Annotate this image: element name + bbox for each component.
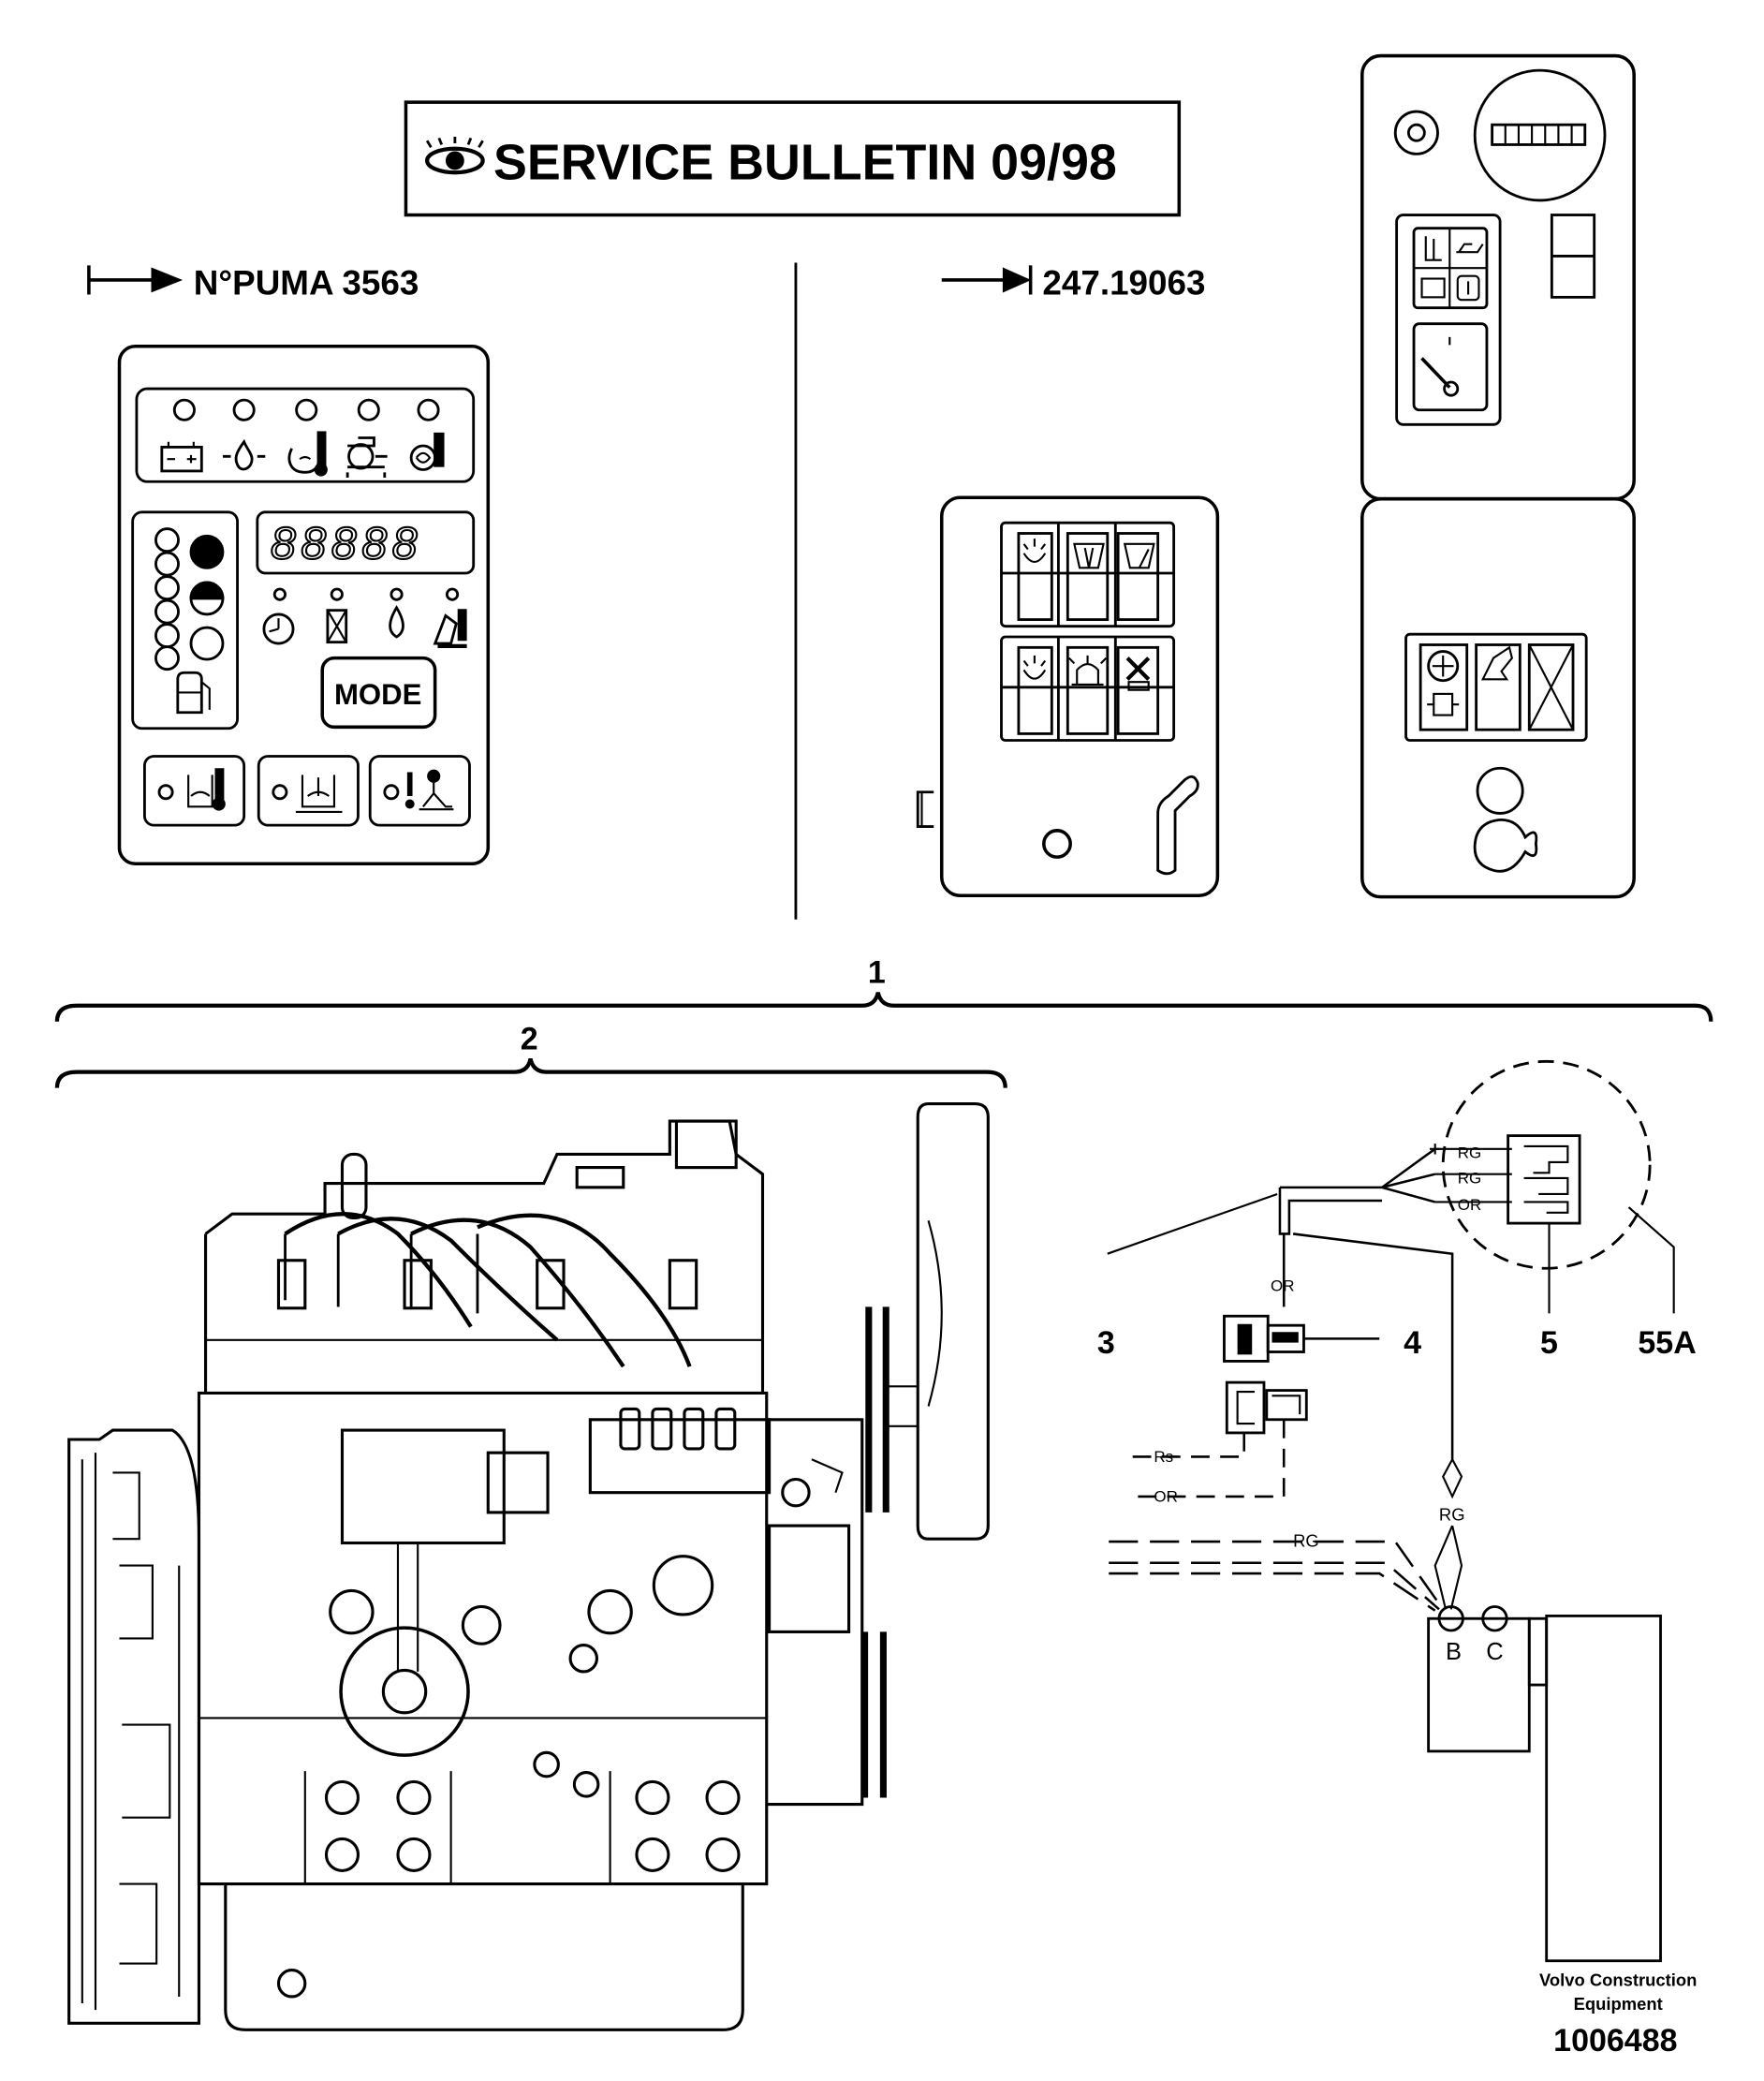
brake-icon <box>1427 650 1460 716</box>
range-to: 247.19063 <box>941 264 1205 303</box>
brand-line-2: Equipment <box>1574 1994 1663 2014</box>
horn-button[interactable] <box>1476 766 1524 815</box>
blank-switch-icon <box>1528 644 1574 731</box>
throttle-lever[interactable] <box>1156 775 1199 876</box>
connector-open <box>1225 1380 1308 1435</box>
engine-illustration <box>67 1102 990 2031</box>
arrow-to-icon <box>941 265 1033 295</box>
coolant-temp-small-icon <box>1424 236 1442 261</box>
connector-4 <box>1223 1314 1380 1363</box>
callout-5: 5 <box>1540 1325 1558 1361</box>
wire-label-rs: Rs <box>1154 1448 1173 1466</box>
rotary-knob[interactable] <box>1042 829 1072 859</box>
beacon-icon <box>1067 655 1108 686</box>
terminal-c: C <box>1486 1639 1503 1665</box>
coolant-temp-icon <box>287 431 328 477</box>
callout-3: 3 <box>1097 1325 1115 1361</box>
wire-label-rg-3: RG <box>1439 1504 1465 1524</box>
bulletin-header: SERVICE BULLETIN 09/98 <box>404 100 1182 217</box>
brace-2: 2 <box>54 1022 1007 1088</box>
fuel-pump-icon <box>176 671 211 715</box>
fan-icon <box>1125 657 1151 691</box>
callout-1: 1 <box>868 955 886 991</box>
bulletin-title: SERVICE BULLETIN 09/98 <box>493 134 1117 190</box>
footer: Volvo Construction Equipment 1006488 <box>1539 1970 1697 2059</box>
rocker-switch[interactable] <box>1550 214 1596 299</box>
callout-55a: 55A <box>1638 1325 1696 1361</box>
range-from: N°PUMA 3563 <box>87 264 419 303</box>
test-button-hydraulic-level[interactable] <box>257 755 360 827</box>
wire-label-rg-4: RG <box>1293 1531 1319 1551</box>
wire-label-or-3: OR <box>1154 1488 1177 1506</box>
wire-label-rg-2: RG <box>1458 1170 1481 1188</box>
transmission-filter-icon <box>409 432 445 471</box>
bucket-icon <box>433 609 467 649</box>
starter-motor: B C <box>1427 1605 1662 1963</box>
detail-circle-55a: RG RG OR <box>1430 1059 1652 1270</box>
key-switch[interactable] <box>916 790 934 828</box>
wire-label-or-2: OR <box>1271 1277 1294 1294</box>
eye-icon <box>425 136 485 175</box>
arrow-from-icon <box>87 265 184 295</box>
document-number: 1006488 <box>1553 2023 1677 2059</box>
hourglass-icon <box>326 609 348 644</box>
test-button-operator-alert[interactable] <box>368 755 471 827</box>
oil-can-icon <box>1456 243 1484 254</box>
oil-drop-icon <box>389 605 404 639</box>
air-filter-icon <box>345 436 388 479</box>
warning-lamp-strip <box>135 387 476 483</box>
hour-meter <box>1473 68 1607 202</box>
bucket-positioner-icon <box>1480 645 1514 681</box>
ignition-switch[interactable] <box>1473 819 1538 873</box>
filter-small-icon <box>1456 274 1480 302</box>
panel-new-switches <box>916 495 1220 897</box>
wiring-schematic: RG RG OR OR Rs OR RG <box>1097 1059 1697 1963</box>
mode-button-label: MODE <box>334 678 421 711</box>
test-button-hydraulic-temp[interactable] <box>142 755 246 827</box>
mode-button[interactable]: MODE <box>320 656 437 730</box>
temp-gauge <box>1412 322 1489 412</box>
work-light-rear-icon <box>1022 655 1047 680</box>
panel-right-top <box>1360 53 1636 501</box>
indicator-row <box>262 587 467 649</box>
panel-right-bottom <box>1360 496 1636 899</box>
battery-icon <box>160 441 203 473</box>
wiper-front-icon <box>1073 542 1105 569</box>
fuel-gauge-block <box>131 510 239 731</box>
wire-label-or-1: OR <box>1458 1196 1481 1214</box>
terminal-b: B <box>1446 1639 1462 1665</box>
work-light-icon <box>1022 539 1047 564</box>
brand-line-1: Volvo Construction <box>1539 1970 1697 1990</box>
callout-2: 2 <box>521 1022 538 1057</box>
battery-small-icon <box>1420 277 1446 299</box>
range-to-label: 247.19063 <box>1042 264 1205 303</box>
hour-display: 88888 <box>256 510 476 575</box>
brace-1: 1 <box>54 955 1713 1022</box>
clock-icon <box>262 612 295 645</box>
range-from-label: N°PUMA 3563 <box>194 264 419 303</box>
wire-label-rg-1: RG <box>1458 1144 1481 1162</box>
callout-4: 4 <box>1404 1325 1421 1361</box>
display-digits: 88888 <box>271 518 422 568</box>
indicator-lamp <box>1393 110 1439 155</box>
oil-pressure-icon <box>222 438 266 471</box>
panel-old: 88888 MODE <box>117 345 491 865</box>
wiper-rear-icon <box>1123 542 1155 569</box>
